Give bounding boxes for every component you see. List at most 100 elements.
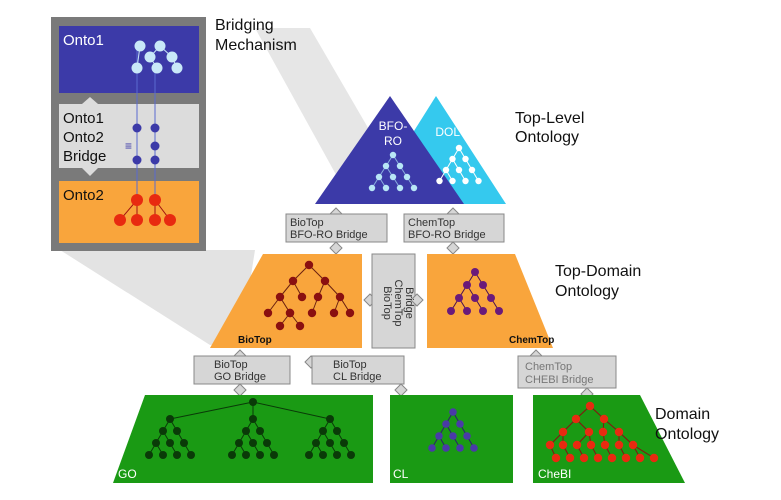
tree-node: [159, 451, 167, 459]
tree-node: [288, 276, 298, 286]
tree-node: [456, 444, 464, 452]
tree-node: [389, 173, 397, 181]
biotop-tree: [263, 260, 355, 331]
chemtop-bfo-bridge-line2: BFO-RO Bridge: [408, 229, 486, 241]
tree-node: [180, 439, 188, 447]
tree-node: [305, 451, 313, 459]
tree-node: [621, 453, 631, 463]
tree-node: [285, 308, 295, 318]
bridge-label-line2: Onto2: [63, 129, 104, 146]
onto2-label: Onto2: [63, 187, 104, 204]
biotop-chemtop-bridge: BioTop ChemTop Bridge: [363, 253, 424, 349]
tree-node: [312, 439, 320, 447]
tree-node: [470, 444, 478, 452]
biotop-bfo-bridge-line1: BioTop: [290, 217, 324, 229]
tree-node: [335, 292, 345, 302]
tree-node: [326, 415, 334, 423]
tree-node: [171, 62, 183, 74]
tree-node: [249, 398, 257, 406]
tree-node: [599, 414, 609, 424]
tree-node: [150, 155, 160, 165]
onto2-panel: [59, 181, 199, 243]
tree-node: [463, 281, 471, 289]
tree-node: [455, 166, 463, 174]
cl-tree: [428, 408, 478, 452]
tree-node: [263, 439, 271, 447]
tree-node: [628, 440, 638, 450]
tree-node: [295, 321, 305, 331]
top-domain-ontology-label-line1: Top-Domain: [555, 263, 641, 280]
tree-node: [333, 427, 341, 435]
bfo-ro-tree: [368, 151, 418, 192]
tree-node: [598, 427, 608, 437]
bfo-ro-label-line2: RO: [384, 134, 402, 148]
tree-node: [164, 214, 176, 226]
biotop-go-bridge-line1: BioTop: [214, 359, 248, 371]
tree-node: [249, 415, 257, 423]
tree-node: [565, 453, 575, 463]
biotop-cl-bridge: BioTop CL Bridge: [304, 355, 408, 397]
tree-node: [428, 444, 436, 452]
biotop-go-bridge-line2: GO Bridge: [214, 371, 266, 383]
bridging-mechanism-label-line1: Bridging: [215, 17, 274, 34]
bridging-mechanism-label-line2: Mechanism: [215, 37, 297, 54]
tree-node: [463, 307, 471, 315]
tree-node: [228, 451, 236, 459]
tree-node: [132, 123, 142, 133]
tree-node: [558, 440, 568, 450]
tree-node: [173, 427, 181, 435]
tree-node: [389, 151, 397, 159]
zoom-wedge-bottom: [60, 250, 255, 345]
tree-node: [435, 432, 443, 440]
tree-node: [166, 415, 174, 423]
dolce-tree: [436, 144, 482, 185]
biotop-label: BioTop: [238, 335, 272, 346]
onto1-tree: [131, 40, 183, 74]
tree-node: [463, 432, 471, 440]
tree-node: [614, 427, 624, 437]
tree-node: [593, 453, 603, 463]
tree-node: [134, 40, 146, 52]
domain-ontology-label-line2: Ontology: [655, 426, 719, 443]
tree-node: [396, 162, 404, 170]
biotop-chemtop-bridge-line2: ChemTop: [392, 279, 404, 326]
tree-node: [471, 294, 479, 302]
chemtop-chebi-bridge-line2: CHEBI Bridge: [525, 374, 593, 386]
tree-node: [558, 427, 568, 437]
top-domain-ontology-label-line2: Ontology: [555, 283, 619, 300]
tree-node: [235, 439, 243, 447]
tree-node: [187, 451, 195, 459]
tree-node: [456, 420, 464, 428]
biotop-chemtop-bridge-line1: BioTop: [381, 286, 393, 320]
tree-node: [579, 453, 589, 463]
chemtop-chebi-bridge-line1: ChemTop: [525, 361, 572, 373]
tree-node: [410, 184, 418, 192]
bridge-label-line1: Onto1: [63, 110, 104, 127]
tree-node: [449, 155, 456, 163]
tree-node: [270, 451, 278, 459]
bfo-ro-triangle: [315, 96, 464, 204]
tree-node: [551, 453, 561, 463]
biotop-bfo-bridge-line2: BFO-RO Bridge: [290, 229, 368, 241]
tree-node: [242, 427, 250, 435]
tree-node: [320, 276, 330, 286]
onto2-tree: [114, 194, 176, 226]
tree-node: [132, 155, 142, 165]
tree-node: [396, 184, 404, 192]
bridge-label-line3: Bridge: [63, 148, 106, 165]
tree-node: [347, 451, 355, 459]
tree-node: [584, 427, 594, 437]
tree-node: [151, 62, 163, 74]
tree-node: [159, 427, 167, 435]
tree-node: [600, 440, 610, 450]
tree-node: [131, 214, 143, 226]
bridge-nodes: [132, 123, 160, 165]
tree-node: [319, 451, 327, 459]
tree-node: [256, 427, 264, 435]
tree-node: [368, 184, 376, 192]
tree-node: [436, 177, 443, 185]
top-level-ontology-label-line1: Top-Level: [515, 110, 584, 127]
domain-ontology-label-line1: Domain: [655, 406, 710, 423]
tree-node: [345, 308, 355, 318]
